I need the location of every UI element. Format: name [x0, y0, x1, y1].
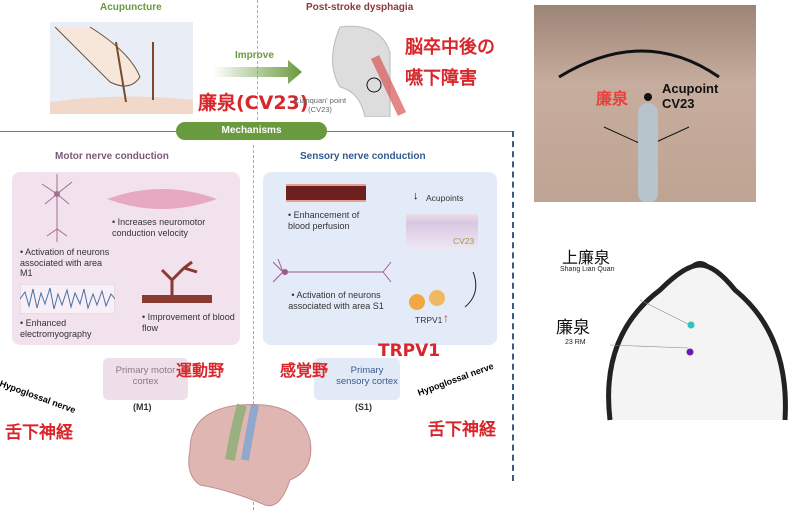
left-hypoglossal-label: Hypoglossal nerve: [0, 378, 77, 416]
brain-illustration: [188, 403, 312, 507]
emg-chart-icon: [20, 284, 115, 314]
acupoints-label: Acupoints: [426, 193, 464, 203]
trpv1-red-label: TRPV1: [378, 341, 441, 361]
primary-sensory-cortex-box: Primary sensory cortex: [314, 358, 400, 400]
lianquan-name: 'Lianquan' point: [294, 96, 347, 105]
dysphagia-jp-line2: 嚥下障害: [405, 68, 477, 89]
motor-bullet-emg: Enhanced electromyography: [20, 318, 130, 339]
motor-bullet-m1: Activation of neurons associated with ar…: [20, 247, 115, 279]
sensory-bullet-s1: Activation of neurons associated with ar…: [286, 290, 386, 311]
photo-jp-label: 廉泉: [596, 89, 629, 108]
divider: [257, 0, 258, 130]
trpv1-cells-icon: [409, 272, 477, 310]
down-arrow-icon: ↓: [413, 190, 419, 202]
motor-area-jp: 運動野: [176, 361, 225, 380]
jaw-drawing: [606, 261, 788, 421]
sensory-bullet-perfusion: Enhancement of blood perfusion: [288, 210, 378, 231]
cv23-jp-label: 廉泉(CV23): [198, 92, 309, 114]
trpv1-label: TRPV1: [415, 315, 443, 325]
right-border: [512, 131, 514, 481]
blood-vessel-icon: [142, 260, 212, 303]
motor-bullet-bloodflow: Improvement of blood flow: [142, 312, 237, 333]
left-nerve-jp: 舌下神経: [5, 423, 73, 443]
cv23-text: CV23: [662, 96, 695, 111]
acupoint-text: Acupoint: [662, 81, 719, 96]
lianquan-drawing-jp: 廉泉: [556, 318, 590, 338]
sensory-neuron-icon: [273, 258, 392, 283]
neuron-icon: [41, 174, 73, 242]
s1-label: (S1): [355, 402, 373, 412]
lianquan-code: (CV23): [308, 105, 332, 114]
head-section-illustration: [332, 25, 407, 117]
improve-arrow-icon: [213, 60, 302, 84]
improve-label: Improve: [235, 50, 274, 61]
upper-lianquan-en: Shang Lian Quan: [560, 266, 615, 273]
acupuncture-label: Acupuncture: [100, 2, 162, 13]
dysphagia-label: Post-stroke dysphagia: [306, 2, 414, 13]
mechanisms-pill: Mechanisms: [176, 122, 327, 140]
cv23-skin-label: CV23: [453, 236, 475, 246]
lianquan-drawing-en: 23 RM: [565, 339, 586, 346]
up-arrow-icon: ↑: [443, 311, 449, 325]
primary-motor-cortex-box: Primary motor cortex: [103, 358, 188, 400]
dysphagia-jp-line1: 脳卒中後の: [405, 37, 495, 58]
sensory-panel: Enhancement of blood perfusion Activatio…: [263, 172, 497, 345]
upper-lianquan-jp: 上廉泉: [562, 248, 611, 267]
motor-panel: Increases neuromotor conduction velocity…: [12, 172, 240, 345]
right-nerve-jp: 舌下神経: [428, 420, 496, 440]
acupuncture-illustration: [50, 22, 193, 114]
lianquan-label: 'Lianquan' point(CV23): [294, 96, 346, 114]
muscle-fibers-icon: [107, 189, 217, 209]
motor-title: Motor nerve conduction: [55, 151, 169, 162]
sensory-title: Sensory nerve conduction: [300, 151, 426, 162]
m1-label: (M1): [133, 402, 152, 412]
photo-markings: [558, 49, 720, 202]
blood-vessel-bar-icon: [286, 184, 366, 202]
center-divider: [253, 145, 254, 510]
skin-layer-icon: [406, 214, 478, 249]
motor-bullet-velocity: Increases neuromotor conduction velocity: [112, 217, 232, 238]
right-hypoglossal-label: Hypoglossal nerve: [416, 360, 495, 398]
sensory-area-jp: 感覚野: [280, 361, 329, 380]
